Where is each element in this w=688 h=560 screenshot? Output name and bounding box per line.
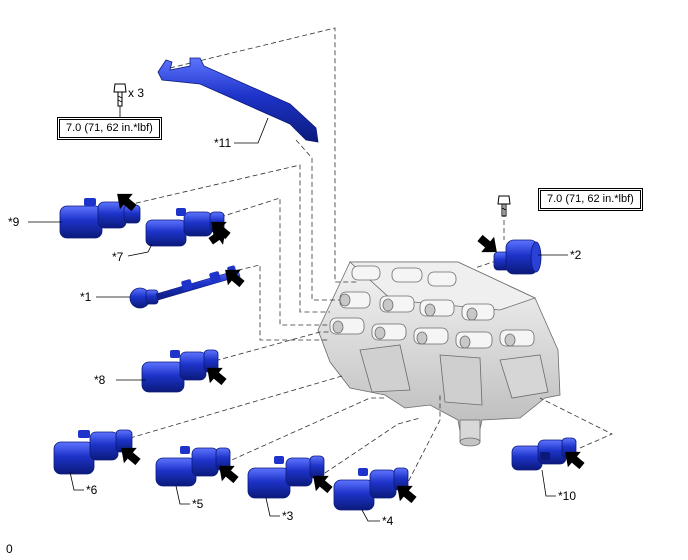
- torque-spec-right: 7.0 (71, 62 in.*lbf): [538, 188, 643, 211]
- solenoid-bracket-11: [157, 57, 319, 143]
- solenoid-3: [247, 455, 325, 499]
- solenoid-9: [59, 198, 141, 239]
- callout-8: *8: [94, 373, 106, 387]
- arrow-icon: [477, 234, 497, 253]
- insertion-arrows: [117, 193, 585, 504]
- solenoid-8: [141, 349, 219, 393]
- bolt-x3: [113, 83, 127, 107]
- callout-4: *4: [382, 514, 394, 528]
- arrow-icon: [565, 451, 585, 470]
- solenoid-6: [53, 429, 133, 475]
- callout-9: *9: [8, 215, 20, 229]
- callout-3: *3: [282, 509, 294, 523]
- callout-2: *2: [570, 248, 582, 262]
- arrow-icon: [397, 485, 417, 504]
- torque-spec-left-text: 7.0 (71, 62 in.*lbf): [59, 119, 160, 138]
- solenoid-10: [511, 437, 577, 471]
- solenoid-4: [333, 467, 409, 511]
- callout-1: *1: [80, 290, 92, 304]
- arrow-icon: [207, 367, 227, 386]
- bolt-quantity-label: x 3: [128, 86, 145, 100]
- callout-6: *6: [86, 483, 98, 497]
- torque-spec-right-text: 7.0 (71, 62 in.*lbf): [540, 190, 641, 209]
- solenoid-5: [155, 446, 231, 487]
- callout-5: *5: [192, 497, 204, 511]
- valve-body: [317, 261, 561, 447]
- solenoid-2: [493, 239, 542, 275]
- arrow-icon: [121, 447, 141, 466]
- callout-10: *10: [558, 489, 577, 503]
- dashed-leader-lines: [127, 27, 613, 489]
- arrow-icon: [313, 475, 333, 494]
- arrow-icon: [211, 221, 231, 240]
- corner-code: 0: [6, 542, 13, 556]
- callout-7: *7: [112, 250, 124, 264]
- torque-spec-left: 7.0 (71, 62 in.*lbf): [57, 117, 162, 140]
- arrow-icon: [219, 465, 239, 484]
- solenoid-1: [129, 265, 241, 309]
- arrow-icon: [225, 269, 245, 288]
- callout-11: *11: [214, 136, 232, 150]
- arrow-icon: [117, 193, 137, 212]
- callout-leaders: [28, 106, 568, 522]
